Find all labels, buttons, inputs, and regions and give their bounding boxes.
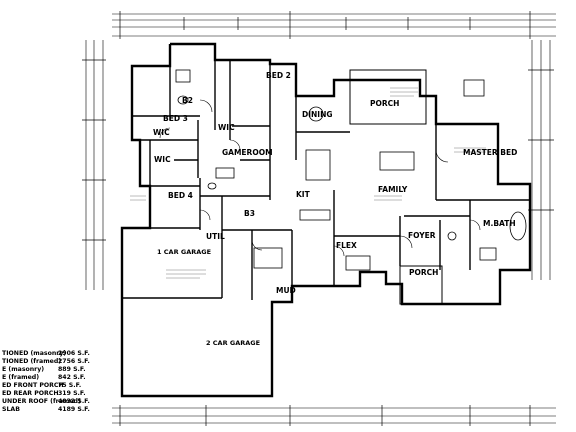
room-label-flex: FLEX bbox=[336, 241, 357, 250]
legend-value: 4189 S.F. bbox=[58, 406, 90, 413]
room-label-1-car-garage: 1 CAR GARAGE bbox=[157, 248, 211, 256]
room-label-porch-rear: PORCH bbox=[370, 99, 399, 108]
note-lines bbox=[130, 87, 486, 279]
fixtures bbox=[175, 69, 527, 271]
room-label-kit: KIT bbox=[296, 190, 311, 199]
dimension-ticks bbox=[82, 11, 554, 426]
room-label-b2: B2 bbox=[182, 96, 193, 105]
room-label-bed3: BED 3 bbox=[163, 114, 188, 123]
room-label-2-car-garage: 2 CAR GARAGE bbox=[206, 339, 260, 347]
room-label-foyer: FOYER bbox=[408, 231, 436, 240]
room-label-family: FAMILY bbox=[378, 185, 408, 194]
legend-value: 2756 S.F. bbox=[58, 358, 90, 365]
room-label-dining: DINING bbox=[302, 110, 333, 119]
legend-value: 75 S.F. bbox=[58, 382, 81, 389]
legend-value: 319 S.F. bbox=[58, 390, 86, 397]
dimension-lines bbox=[85, 13, 556, 424]
door-swings bbox=[159, 99, 481, 257]
legend-label: ED REAR PORCH bbox=[2, 390, 59, 397]
room-label-wic-2: WIC bbox=[218, 123, 235, 132]
room-label-m-bath: M.BATH bbox=[483, 219, 516, 228]
room-label-b3: B3 bbox=[244, 209, 255, 218]
legend-label: TIONED (masonry) bbox=[2, 350, 66, 357]
legend-label: SLAB bbox=[2, 406, 20, 413]
room-label-util: UTIL bbox=[206, 232, 225, 241]
legend-label: UNDER ROOF (framed) bbox=[2, 398, 81, 405]
room-label-master-bed: MASTER BED bbox=[463, 148, 517, 157]
legend-value: 4032 S.F. bbox=[58, 398, 90, 405]
room-label-bed4: BED 4 bbox=[168, 191, 193, 200]
legend-label: E (framed) bbox=[2, 374, 39, 381]
legend-value: 842 S.F. bbox=[58, 374, 86, 381]
room-label-gameroom: GAMEROOM bbox=[222, 148, 273, 157]
interior-walls bbox=[122, 60, 530, 300]
legend-label: ED FRONT PORCH bbox=[2, 382, 64, 389]
room-label-mud: MUD bbox=[276, 286, 296, 295]
porch-outlines bbox=[349, 69, 443, 305]
legend-label: TIONED (framed) bbox=[2, 358, 61, 365]
room-label-porch-front: PORCH bbox=[409, 268, 438, 277]
legend-value: 2906 S.F. bbox=[58, 350, 90, 357]
area-legend: TIONED (masonry) 2906 S.F. TIONED (frame… bbox=[2, 350, 90, 413]
legend-label: E (masonry) bbox=[2, 366, 44, 373]
legend-value: 889 S.F. bbox=[58, 366, 86, 373]
room-label-bed2: BED 2 bbox=[266, 71, 291, 80]
room-label-wic-3: WIC bbox=[154, 155, 171, 164]
room-label-wic-1: WIC bbox=[153, 128, 170, 137]
